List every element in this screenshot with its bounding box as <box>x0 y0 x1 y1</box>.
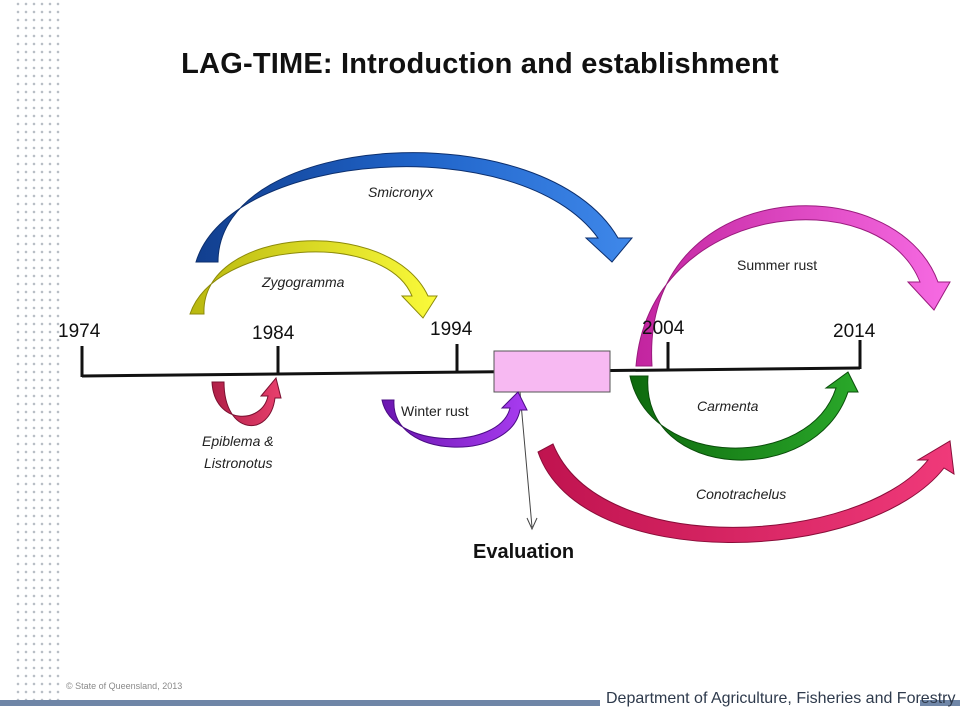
copyright-notice: © State of Queensland, 2013 <box>66 681 183 691</box>
summer-rust-label: Summer rust <box>737 257 817 273</box>
evaluation-pointer <box>519 391 533 528</box>
footer-rule-left <box>0 700 600 706</box>
summer-rust-arrow <box>635 205 951 367</box>
zygogramma-arrow <box>189 240 438 319</box>
winter-rust-arrow <box>381 391 528 448</box>
epiblema-arrow <box>211 376 282 426</box>
evaluation-label: Evaluation <box>473 541 574 563</box>
winter-rust-label: Winter rust <box>401 403 469 419</box>
year-label: 1984 <box>252 323 295 344</box>
conotrachelus-label: Conotrachelus <box>696 486 786 502</box>
timeline-diagram: Smicronyx Zygogramma Summer rust 1974 19… <box>58 152 955 563</box>
smicronyx-label: Smicronyx <box>368 184 434 200</box>
evaluation-pointer-head <box>526 517 538 531</box>
smicronyx-arrow <box>195 152 634 263</box>
year-label: 1994 <box>430 319 473 340</box>
zygogramma-label: Zygogramma <box>261 274 345 290</box>
carmenta-arrow <box>629 371 859 461</box>
year-label: 2004 <box>642 318 685 339</box>
evaluation-box <box>493 350 611 393</box>
year-label: 2014 <box>833 321 876 342</box>
carmenta-label: Carmenta <box>697 398 759 414</box>
epiblema-label-line1: Epiblema & <box>202 433 274 449</box>
timeline-axis <box>81 366 861 378</box>
epiblema-label-line2: Listronotus <box>204 455 272 471</box>
conotrachelus-arrow <box>537 440 955 543</box>
year-label: 1974 <box>58 321 101 342</box>
dotted-sidebar-pattern <box>14 0 64 700</box>
department-name: Department of Agriculture, Fisheries and… <box>606 690 956 707</box>
footer-rule-right <box>920 700 960 706</box>
page-title: LAG-TIME: Introduction and establishment <box>181 48 779 80</box>
